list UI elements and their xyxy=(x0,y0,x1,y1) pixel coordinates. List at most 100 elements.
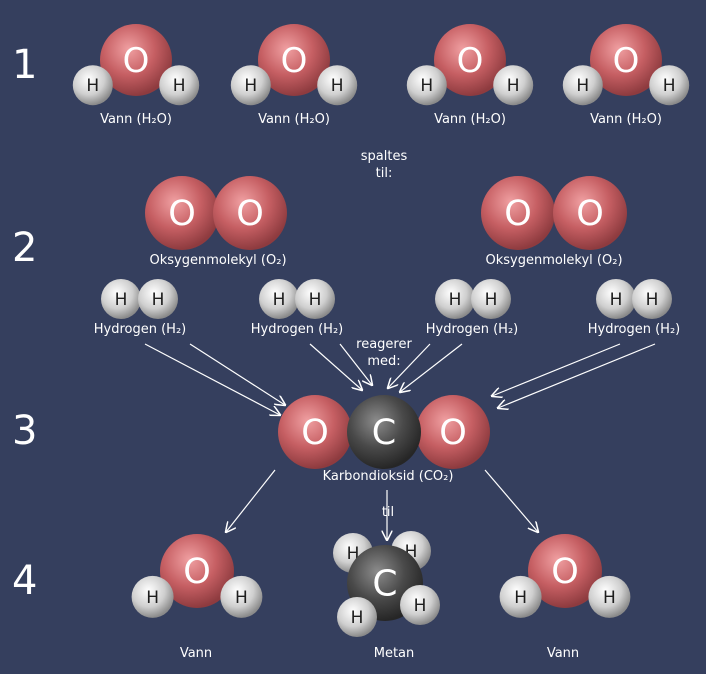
oxygen-atom: O xyxy=(434,24,506,96)
hydrogen-atom-sphere xyxy=(101,279,141,319)
connector-line: til: xyxy=(375,166,393,181)
oxygen-atom-sphere xyxy=(160,534,234,608)
hydrogen-atom-sphere xyxy=(138,279,178,319)
oxygen-atom-sphere xyxy=(258,24,330,96)
hydrogen-label: Hydrogen (H₂) xyxy=(425,322,519,337)
hydrogen-atom-symbol: H xyxy=(86,76,99,96)
hydrogen-atom-symbol: H xyxy=(485,290,498,310)
oxygen-atom: O xyxy=(278,395,352,469)
oxygen-molecule-label: Oksygenmolekyl (O₂) xyxy=(149,253,287,268)
hydrogen-atom: H xyxy=(406,65,447,106)
oxygen-molecule-label: Oksygenmolekyl (O₂) xyxy=(485,253,623,268)
hydrogen-atom-symbol: H xyxy=(273,290,286,310)
oxygen-atom-symbol: O xyxy=(551,552,579,592)
carbon-atom-sphere xyxy=(347,395,421,469)
oxygen-atom: O xyxy=(553,176,627,250)
oxygen-atom-sphere xyxy=(553,176,627,250)
hydrogen-atom-sphere xyxy=(596,279,636,319)
hydrogen-atom: H xyxy=(72,65,113,106)
oxygen-atom-sphere xyxy=(481,176,555,250)
hydrogen-atom-symbol: H xyxy=(244,76,257,96)
hydrogen-atom-sphere xyxy=(588,575,631,618)
oxygen-atom-symbol: O xyxy=(439,413,467,453)
oxygen-atom: O xyxy=(160,534,234,608)
hydrogen-atom-sphere xyxy=(649,65,690,106)
co2-label: Karbondioksid (CO₂) xyxy=(322,469,454,484)
oxygen-atom-sphere xyxy=(590,24,662,96)
connector-til: til xyxy=(381,505,395,520)
hydrogen-atom: H xyxy=(596,279,636,319)
hydrogen-atom-sphere xyxy=(220,575,263,618)
hydrogen-atom-symbol: H xyxy=(115,290,128,310)
hydrogen-atom-sphere xyxy=(295,279,335,319)
reaction-arrow xyxy=(484,469,538,532)
hydrogen-atom-sphere xyxy=(493,65,534,106)
water-label: Vann (H₂O) xyxy=(434,112,506,127)
hydrogen-atom-symbol: H xyxy=(610,290,623,310)
oxygen-atom-symbol: O xyxy=(504,194,532,234)
oxygen-atom-symbol: O xyxy=(613,41,640,81)
hydrogen-atom: H xyxy=(295,279,335,319)
hydrogen-atom-symbol: H xyxy=(507,76,520,96)
hydrogen-atom-symbol: H xyxy=(331,76,344,96)
hydrogen-atom: H xyxy=(588,575,631,618)
hydrogen-atom-sphere xyxy=(435,279,475,319)
connector-line: med: xyxy=(367,354,401,369)
oxygen-atom: O xyxy=(528,534,602,608)
oxygen-atom-sphere xyxy=(416,395,490,469)
oxygen-atom: O xyxy=(213,176,287,250)
hydrogen-atom: H xyxy=(259,279,299,319)
oxygen-atom-sphere xyxy=(145,176,219,250)
hydrogen-atom-symbol: H xyxy=(351,608,364,628)
hydrogen-atom-sphere xyxy=(317,65,358,106)
step-number-2: 2 xyxy=(12,225,38,271)
hydrogen-label: Hydrogen (H₂) xyxy=(587,322,681,337)
connector-reagerer-med: reagerer med: xyxy=(356,336,412,370)
hydrogen-atom-symbol: H xyxy=(663,76,676,96)
step-number-4: 4 xyxy=(12,558,38,604)
hydrogen-atom: H xyxy=(101,279,141,319)
methane-label: Metan xyxy=(373,646,415,661)
hydrogen-atom: H xyxy=(230,65,271,106)
water-product-label: Vann xyxy=(546,646,580,661)
hydrogen-atom: H xyxy=(131,575,174,618)
hydrogen-atom: H xyxy=(435,279,475,319)
hydrogen-atom-sphere xyxy=(131,575,174,618)
hydrogen-atom: H xyxy=(220,575,263,618)
hydrogen-atom-sphere xyxy=(72,65,113,106)
hydrogen-atom-sphere xyxy=(159,65,200,106)
hydrogen-atom-symbol: H xyxy=(173,76,186,96)
carbon-atom: C xyxy=(347,395,421,469)
carbon-atom-symbol: C xyxy=(372,564,397,605)
hydrogen-atom-sphere xyxy=(230,65,271,106)
hydrogen-atom: H xyxy=(632,279,672,319)
hydrogen-atom-symbol: H xyxy=(603,588,616,608)
oxygen-atom-sphere xyxy=(278,395,352,469)
oxygen-atom: O xyxy=(590,24,662,96)
hydrogen-atom: H xyxy=(400,585,440,625)
hydrogen-label: Hydrogen (H₂) xyxy=(250,322,344,337)
reaction-arrow xyxy=(498,343,656,408)
oxygen-atom: O xyxy=(416,395,490,469)
hydrogen-atom-sphere xyxy=(562,65,603,106)
oxygen-atom-symbol: O xyxy=(576,194,604,234)
hydrogen-atom-sphere xyxy=(400,585,440,625)
connector-line: spaltes xyxy=(360,149,408,164)
connector-spaltes-til: spaltes til: xyxy=(361,148,407,182)
reaction-arrow xyxy=(226,469,276,532)
reaction-arrow xyxy=(144,343,280,415)
hydrogen-atom: H xyxy=(471,279,511,319)
reaction-arrow xyxy=(400,343,463,392)
hydrogen-atom-sphere xyxy=(337,597,377,637)
hydrogen-atom: H xyxy=(317,65,358,106)
reaction-arrow xyxy=(309,343,362,390)
water-label: Vann (H₂O) xyxy=(258,112,330,127)
reaction-arrow xyxy=(388,343,431,388)
hydrogen-atom: H xyxy=(337,597,377,637)
water-product-label: Vann xyxy=(179,646,213,661)
hydrogen-atom: H xyxy=(562,65,603,106)
hydrogen-atom: H xyxy=(493,65,534,106)
oxygen-atom-sphere xyxy=(528,534,602,608)
oxygen-atom-symbol: O xyxy=(123,41,150,81)
